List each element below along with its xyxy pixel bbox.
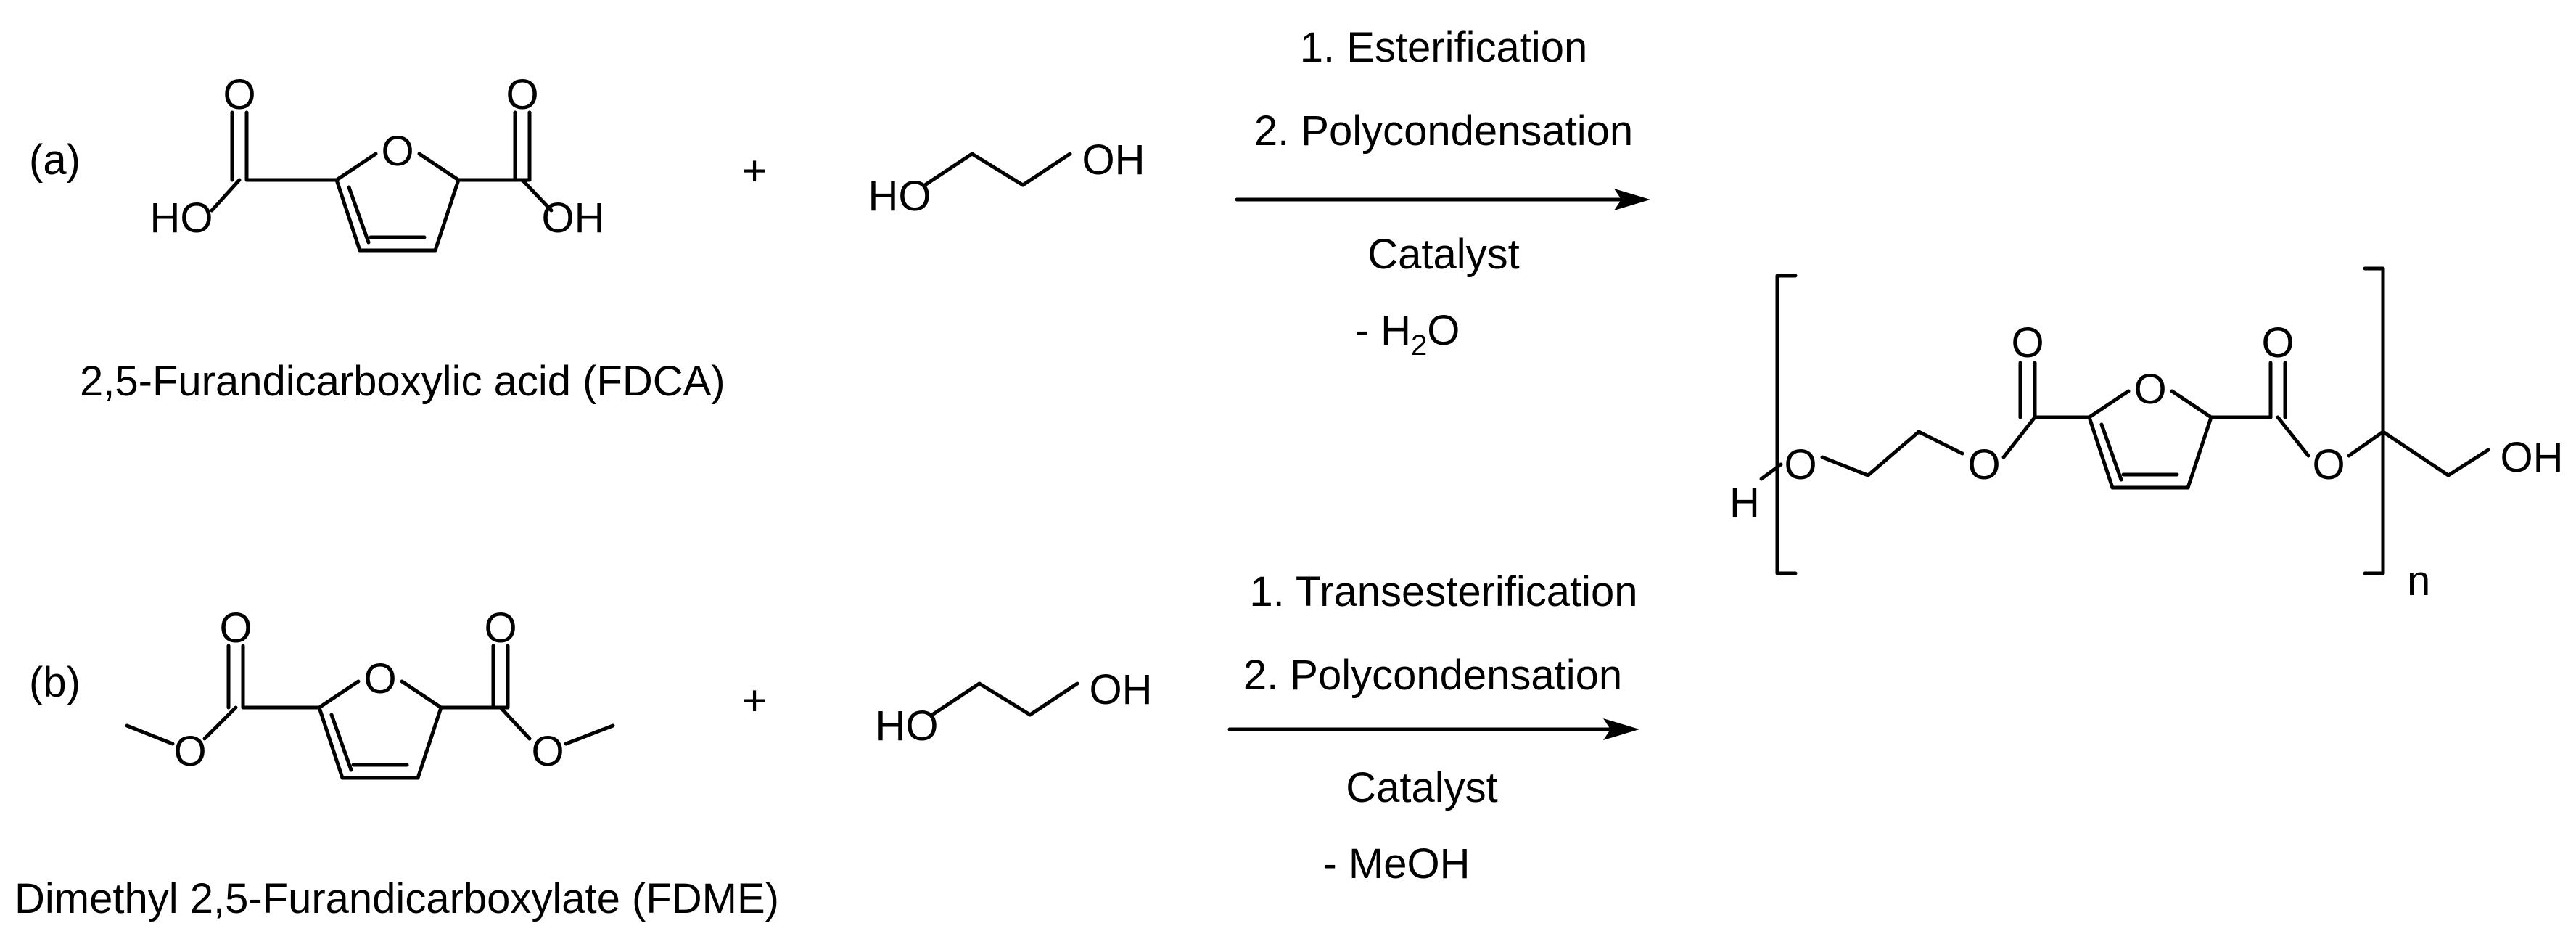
bond bbox=[2087, 389, 2131, 419]
ring-oxygen: O bbox=[381, 128, 413, 175]
fdca-structure: O O HO O OH bbox=[150, 71, 605, 253]
carbonyl-oxygen: O bbox=[2011, 319, 2044, 366]
carbonyl-oxygen: O bbox=[484, 604, 517, 652]
bond bbox=[334, 178, 362, 253]
hydroxyl: HO bbox=[150, 194, 213, 242]
bond bbox=[970, 152, 1025, 187]
bond bbox=[1866, 430, 1921, 477]
bond bbox=[1021, 152, 1072, 187]
bond bbox=[2446, 448, 2490, 477]
carbonyl-oxygen: O bbox=[506, 71, 538, 118]
bond bbox=[417, 152, 461, 182]
ether-oxygen: O bbox=[1784, 441, 1816, 488]
bond bbox=[1917, 430, 1964, 456]
ester-oxygen: O bbox=[531, 728, 564, 775]
methyl-bond bbox=[125, 723, 175, 746]
bond bbox=[317, 705, 345, 780]
double-bond-inner bbox=[329, 713, 353, 772]
bond bbox=[433, 178, 461, 253]
hydroxyl: OH bbox=[542, 194, 605, 242]
double-bond-inner bbox=[2099, 422, 2123, 482]
ethylene-glycol-structure: HO OH bbox=[876, 666, 1153, 750]
bond bbox=[317, 679, 361, 710]
bond bbox=[520, 178, 554, 213]
bond bbox=[2170, 389, 2213, 419]
carbonyl-oxygen: O bbox=[2261, 319, 2294, 366]
double-bond-inner bbox=[347, 185, 371, 245]
hydroxyl: OH bbox=[1082, 136, 1145, 184]
product-pef-structure: n H O O O O O O OH bbox=[1729, 266, 2564, 604]
reaction-b-label: (b) bbox=[29, 659, 81, 706]
bond bbox=[334, 152, 378, 182]
carbonyl-oxygen: O bbox=[223, 71, 255, 118]
bond bbox=[498, 705, 532, 741]
condition-catalyst: Catalyst bbox=[1367, 231, 1520, 278]
bond bbox=[2001, 415, 2037, 459]
bond bbox=[210, 178, 242, 213]
end-hydrogen: H bbox=[1729, 479, 1760, 526]
condition-step-1: 1. Transesterification bbox=[1249, 568, 1637, 615]
carbonyl-oxygen: O bbox=[219, 604, 252, 652]
repeat-unit-n: n bbox=[2407, 557, 2430, 604]
bond bbox=[977, 681, 1032, 717]
arrowhead bbox=[1603, 718, 1639, 740]
reaction-a: (a) O O HO O OH 2,5-Fura bbox=[29, 24, 1650, 405]
condition-byproduct: - MeOH bbox=[1323, 840, 1470, 887]
bond bbox=[2276, 415, 2310, 458]
fdme-name: Dimethyl 2,5-Furandicarboxylate (FDME) bbox=[15, 875, 779, 922]
reaction-a-label: (a) bbox=[29, 136, 81, 184]
hydroxyl: HO bbox=[868, 173, 931, 220]
end-hydroxyl: OH bbox=[2501, 434, 2564, 481]
bond bbox=[1759, 462, 1783, 481]
bond bbox=[416, 705, 443, 780]
bracket-right bbox=[2363, 266, 2385, 575]
bond bbox=[923, 152, 974, 187]
ethylene-glycol-structure: HO OH bbox=[868, 136, 1145, 220]
methyl-bond bbox=[564, 723, 615, 746]
bond bbox=[2347, 430, 2385, 458]
bond bbox=[2186, 415, 2213, 490]
ester-oxygen: O bbox=[173, 728, 206, 775]
bond bbox=[400, 679, 443, 710]
arrowhead bbox=[1614, 189, 1650, 210]
ester-oxygen: O bbox=[2312, 441, 2345, 488]
bracket-left bbox=[1775, 274, 1798, 575]
plus-sign: + bbox=[742, 147, 767, 194]
fdme-structure: O O O O O bbox=[125, 604, 615, 780]
condition-step-1: 1. Esterification bbox=[1300, 24, 1588, 71]
fdca-name: 2,5-Furandicarboxylic acid (FDCA) bbox=[80, 358, 725, 405]
bond bbox=[1820, 455, 1870, 477]
bond bbox=[930, 681, 982, 717]
bond bbox=[202, 705, 238, 741]
ester-oxygen: O bbox=[1967, 441, 2000, 488]
bond bbox=[1028, 681, 1079, 717]
ring-oxygen: O bbox=[363, 655, 396, 702]
hydroxyl: OH bbox=[1090, 666, 1153, 713]
condition-step-2: 2. Polycondensation bbox=[1254, 107, 1633, 155]
plus-sign: + bbox=[742, 677, 767, 724]
bond bbox=[2381, 430, 2451, 477]
condition-byproduct: - H2O bbox=[1355, 307, 1460, 361]
hydroxyl: HO bbox=[876, 702, 939, 750]
reaction-b: (b) O O O O O Dim bbox=[15, 568, 1639, 922]
condition-step-2: 2. Polycondensation bbox=[1243, 652, 1622, 699]
bond bbox=[2087, 415, 2115, 490]
condition-catalyst: Catalyst bbox=[1346, 764, 1498, 811]
ring-oxygen: O bbox=[2133, 366, 2166, 413]
